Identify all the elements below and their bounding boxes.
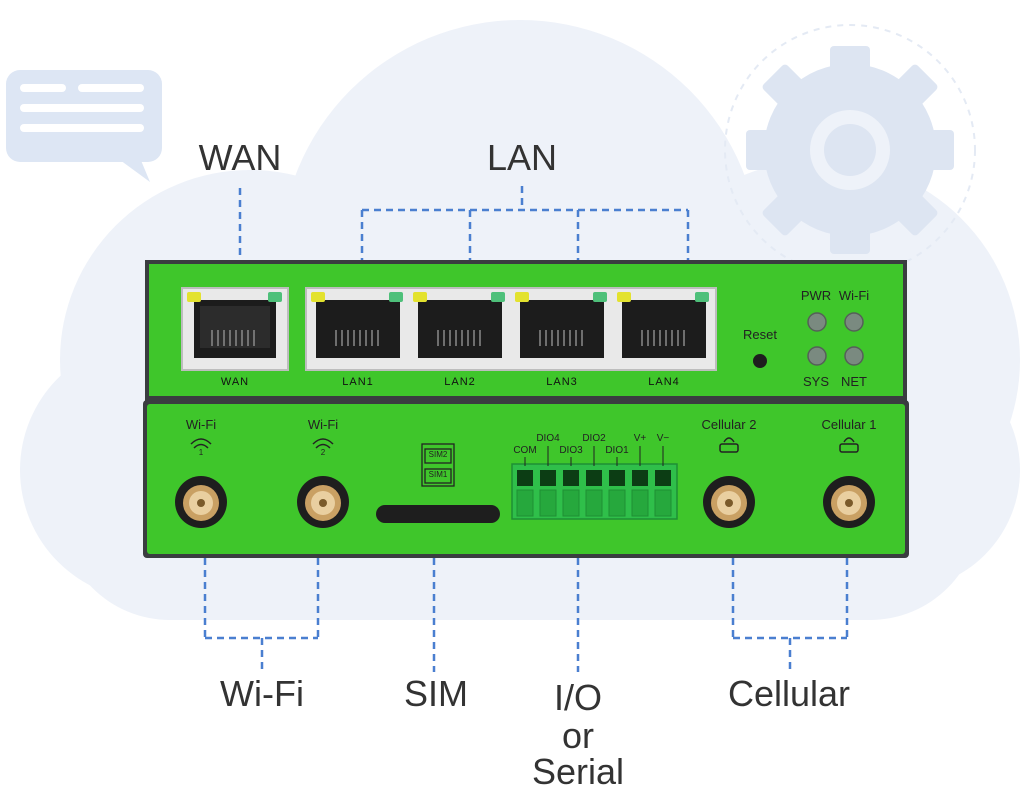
led-label-pwr: PWR [800,288,832,303]
chat-bubble-icon [6,70,162,182]
cellular-2-icon [719,437,739,453]
wifi-2-connector [297,476,349,528]
sim-label-2: SIM2 [428,450,448,459]
reset-label: Reset [743,327,777,342]
led-label-sys: SYS [802,374,829,389]
cellular-1-connector [823,476,875,528]
terminal-block [511,446,678,520]
sim-label-1: SIM1 [428,470,448,479]
port-label-lan1: LAN1 [342,376,374,388]
terminal-label-dio4: DIO4 [536,433,560,444]
antenna-num-wifi2: 2 [320,448,326,457]
terminal-label-dio1: DIO1 [605,445,629,456]
terminal-label-dio3: DIO3 [559,445,583,456]
antenna-num-wifi1: 1 [198,448,204,457]
port-label-wan: WAN [220,376,250,388]
antenna-label-cellular1: Cellular 1 [821,417,877,432]
terminal-label-vminus: V− [656,433,670,444]
callout-io: I/O [553,677,602,718]
sim-slot [376,505,500,523]
lan3-port [515,292,607,358]
gear-icon [746,46,954,254]
callout-wan: WAN [198,137,282,178]
led-label-wifi: Wi-Fi [838,288,870,303]
leader-lines [203,186,849,672]
port-label-lan2: LAN2 [444,376,476,388]
callout-lan: LAN [486,137,558,178]
wifi-1-connector [175,476,227,528]
callout-cellular: Cellular [727,673,851,714]
port-label-lan3: LAN3 [546,376,578,388]
cellular-1-icon [839,437,859,453]
port-label-lan4: LAN4 [648,376,680,388]
terminal-label-com: COM [513,445,537,456]
lan2-port [413,292,505,358]
wifi-2-icon [312,438,334,449]
wifi-1-icon [190,438,212,449]
wan-port [181,287,289,371]
sim-card-icon [421,443,455,487]
terminal-label-dio2: DIO2 [582,433,606,444]
led-label-net: NET [841,374,867,389]
antenna-label-cellular2: Cellular 2 [701,417,757,432]
callout-wifi: Wi-Fi [220,673,304,714]
lan4-port [617,292,709,358]
callout-sim: SIM [403,673,468,714]
reset-hole [753,354,767,368]
terminal-label-vplus: V+ [633,433,647,444]
callout-or: or [561,715,594,756]
cellular-2-connector [703,476,755,528]
lan1-port [311,292,403,358]
antenna-label-wifi1: Wi-Fi [185,417,217,432]
callout-serial: Serial [531,751,625,792]
antenna-label-wifi2: Wi-Fi [307,417,339,432]
status-leds [807,312,864,366]
